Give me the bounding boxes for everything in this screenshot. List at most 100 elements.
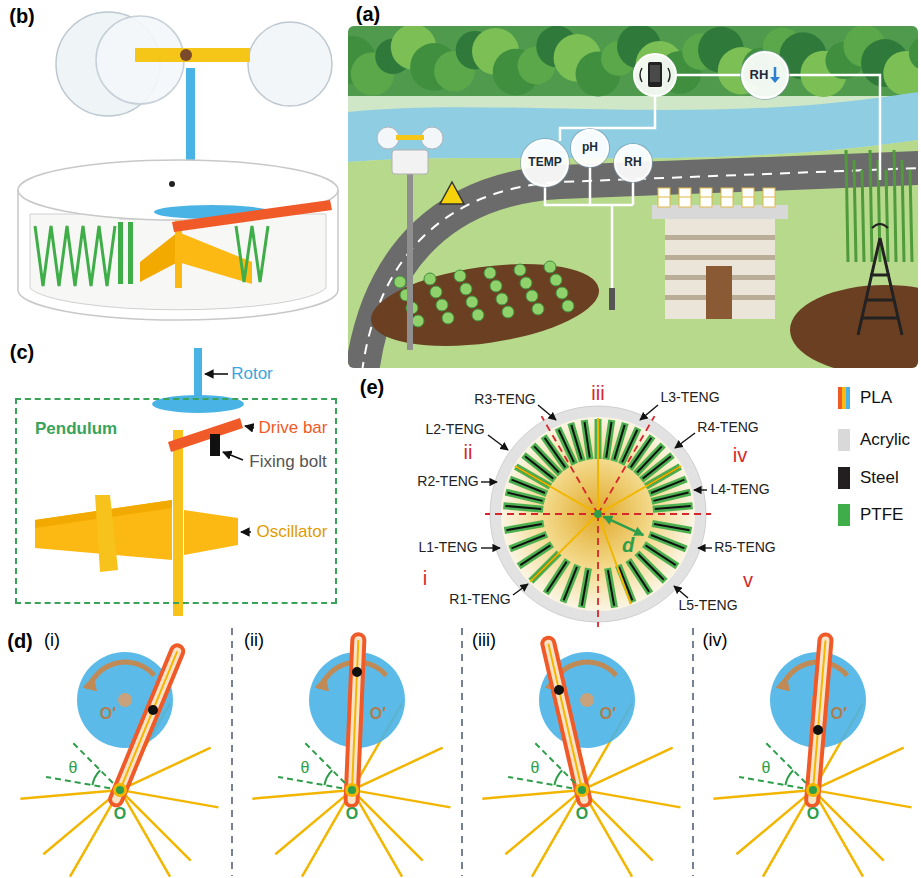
teng-label: L3-TENG	[660, 390, 719, 405]
lamp-post	[392, 150, 428, 174]
cabbage	[466, 296, 478, 308]
teng-array	[485, 513, 598, 515]
mechanism-sequence	[345, 783, 359, 797]
anemometer-device	[236, 226, 268, 282]
house	[706, 266, 732, 319]
mechanism-sequence	[352, 640, 359, 800]
subpanel-label: (iv)	[703, 631, 728, 651]
teng-array	[597, 514, 599, 627]
anemometer-device	[18, 12, 338, 320]
mechanism-sequence	[548, 644, 584, 800]
teng-array	[520, 545, 550, 565]
legend-swatch	[838, 504, 850, 526]
angle-label: θ	[531, 759, 540, 777]
cabbage	[556, 287, 568, 299]
cabbage	[490, 280, 502, 292]
teng-label: L1-TENG	[418, 540, 477, 555]
mechanism-sequence	[120, 651, 177, 790]
mechanism-sequence	[806, 783, 820, 797]
mechanism-sequence	[713, 641, 911, 877]
teng-array	[598, 513, 711, 515]
sensor-wire	[545, 167, 633, 292]
cabbage	[484, 267, 496, 279]
center-label: O′	[370, 705, 386, 723]
cabbage	[502, 306, 514, 318]
part-name: Fixing bolt	[249, 453, 326, 472]
mechanism-sequence	[275, 795, 345, 854]
mechanism-sequence	[548, 644, 584, 800]
legend-text: PTFE	[860, 506, 903, 525]
roof-generator	[658, 188, 775, 207]
anemometer-device	[140, 232, 178, 282]
corn-plant	[902, 160, 904, 262]
teng-array	[584, 420, 590, 460]
teng-array	[653, 493, 688, 501]
teng-array	[512, 535, 545, 548]
roof-generator	[700, 197, 712, 207]
teng-array	[652, 524, 691, 531]
angle-label: θ	[69, 759, 78, 777]
anemometer-device	[180, 49, 192, 61]
phone-bubble	[634, 54, 676, 96]
legend-entry: Acrylic	[838, 429, 910, 451]
legend-text: Acrylic	[860, 431, 910, 450]
panel-divider	[232, 628, 693, 876]
cabbage	[526, 290, 538, 302]
legend-entry: PTFE	[838, 504, 903, 526]
mechanism-sequence	[812, 641, 825, 800]
sensor-label: RH	[624, 156, 641, 169]
cabbage	[496, 293, 508, 305]
teng-array	[530, 514, 598, 582]
sensor-bubble: pH	[571, 129, 609, 167]
pendulum-parts	[194, 348, 202, 398]
teng-array	[646, 545, 676, 565]
pendulum-parts	[35, 348, 244, 616]
anemometer-device	[186, 68, 195, 172]
signal-tower	[858, 238, 902, 335]
mechanism-sequence	[128, 791, 219, 807]
lamp-post	[396, 135, 424, 140]
mechanism-sequence	[588, 796, 653, 861]
tree	[348, 26, 918, 97]
teng-array	[594, 510, 602, 518]
lamp-post	[421, 127, 443, 149]
pivot-label: O	[576, 805, 588, 823]
phone-bubble	[640, 68, 670, 82]
mechanism-sequence	[763, 797, 809, 877]
teng-array	[582, 568, 589, 607]
part-name: Drive bar	[259, 419, 328, 438]
anemometer-device	[172, 200, 332, 232]
leader-line	[698, 547, 712, 548]
field	[366, 251, 604, 358]
roof-generator	[679, 197, 691, 207]
teng-array	[619, 567, 632, 600]
teng-array	[485, 406, 711, 627]
legend-swatch	[838, 387, 850, 409]
cabbage	[430, 286, 442, 298]
mechanism-sequence	[813, 641, 825, 790]
sensor-bubble: RH	[741, 51, 789, 99]
mechanism-sequence	[736, 795, 806, 854]
mechanism-sequence	[575, 783, 589, 797]
house	[665, 235, 775, 240]
mechanism-sequence	[20, 791, 112, 799]
leader-line	[538, 405, 556, 420]
probe	[609, 288, 615, 310]
mechanism-sequence	[20, 640, 911, 876]
panel-label: (d)	[7, 630, 33, 652]
cabbage	[424, 273, 436, 285]
tree	[909, 37, 918, 71]
pivot-label: O	[114, 805, 126, 823]
pivot-label: O	[346, 805, 358, 823]
pendulum-parts	[95, 495, 118, 572]
sensor-wire	[545, 75, 880, 292]
mechanism-sequence	[820, 748, 903, 787]
mechanism-sequence	[92, 662, 154, 681]
leader-line	[694, 489, 707, 490]
mechanism-sequence	[713, 791, 805, 799]
phone-bubble	[634, 54, 676, 96]
mechanism-sequence	[118, 693, 132, 707]
mechanism-sequence	[126, 796, 191, 861]
